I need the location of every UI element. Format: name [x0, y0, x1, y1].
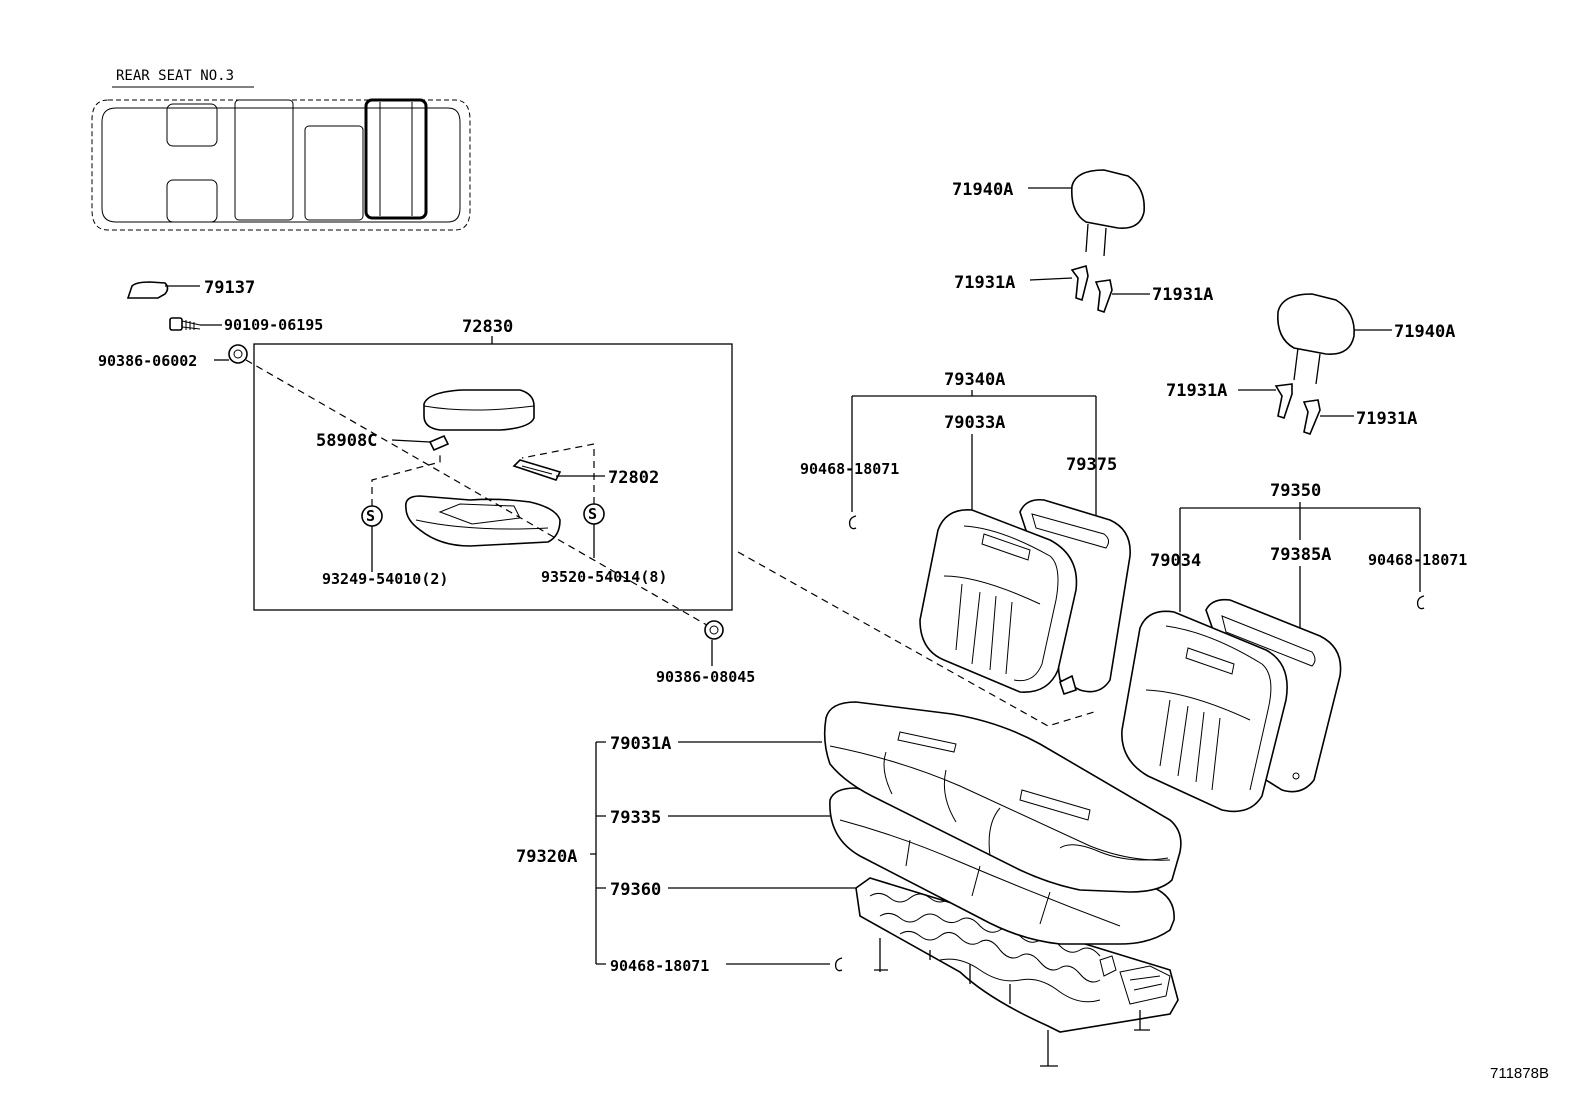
- callout-71931A-2: 71931A: [1152, 285, 1213, 305]
- headrest-support-icon: [1238, 383, 1354, 435]
- seatback-icon: [1121, 598, 1342, 813]
- svg-text:S: S: [366, 507, 375, 525]
- callout-79335: 79335: [610, 808, 661, 828]
- armrest-bracket-icon: [512, 459, 605, 481]
- hook-icon: [834, 957, 843, 972]
- headrest-icon: [1028, 169, 1145, 257]
- callout-90109-06195: 90109-06195: [224, 316, 323, 334]
- callout-79340A: 79340A: [944, 370, 1005, 390]
- callout-71931A-3: 71931A: [1166, 381, 1227, 401]
- hook-icon: [848, 515, 857, 530]
- diagram-ref-code: 711878B: [1490, 1065, 1549, 1082]
- callout-79033A: 79033A: [944, 413, 1005, 433]
- bolt-icon: [169, 317, 222, 331]
- callout-71940A-right: 71940A: [1394, 322, 1455, 342]
- seatback-icon: [919, 498, 1131, 696]
- seat-cushion-icon: [823, 701, 1182, 893]
- callout-79320A: 79320A: [516, 847, 577, 867]
- callout-79137: 79137: [204, 278, 255, 298]
- callout-90386-08045: 90386-08045: [656, 668, 755, 686]
- callout-93249-54010: 93249-54010(2): [322, 570, 448, 588]
- callout-72830: 72830: [462, 317, 513, 337]
- nut-icon: [704, 620, 724, 666]
- seat-frame-icon: [855, 877, 1179, 1067]
- callout-72802: 72802: [608, 468, 659, 488]
- vehicle-seat-layout-icon: REAR SEAT NO.3: [91, 68, 471, 231]
- callout-71940A-left: 71940A: [952, 180, 1013, 200]
- callout-79031A: 79031A: [610, 734, 671, 754]
- callout-71931A-4: 71931A: [1356, 409, 1417, 429]
- seat-cushion-pad-icon: [829, 787, 1175, 945]
- headrest-support-icon: [1029, 264, 1150, 314]
- hook-icon: [1416, 595, 1425, 610]
- callout-90468-18071-a: 90468-18071: [800, 460, 899, 478]
- callout-79360: 79360: [610, 880, 661, 900]
- callout-90468-18071-b: 90468-18071: [1368, 551, 1467, 569]
- armrest-assembly-box: [253, 336, 733, 611]
- armrest-pad-icon: [423, 389, 535, 431]
- screw-symbol-icon: S: [361, 452, 441, 572]
- callout-71931A-1: 71931A: [954, 273, 1015, 293]
- callout-79385A: 79385A: [1270, 545, 1331, 565]
- screw-symbol-icon: S: [521, 443, 605, 558]
- callout-93520-54014: 93520-54014(8): [541, 568, 667, 586]
- callout-90386-06002: 90386-06002: [98, 352, 197, 370]
- armrest-end-cap-icon: [126, 281, 200, 299]
- callout-79375: 79375: [1066, 455, 1117, 475]
- clip-icon: [391, 434, 450, 452]
- callout-58908C: 58908C: [316, 431, 377, 451]
- callout-79350: 79350: [1270, 481, 1321, 501]
- svg-text:S: S: [588, 505, 597, 523]
- inset-title: REAR SEAT NO.3: [116, 68, 234, 84]
- headrest-icon: [1277, 293, 1392, 385]
- callout-90468-18071-c: 90468-18071: [610, 957, 709, 975]
- armrest-base-icon: [404, 495, 561, 547]
- nut-icon: [214, 344, 248, 364]
- callout-79034: 79034: [1150, 551, 1201, 571]
